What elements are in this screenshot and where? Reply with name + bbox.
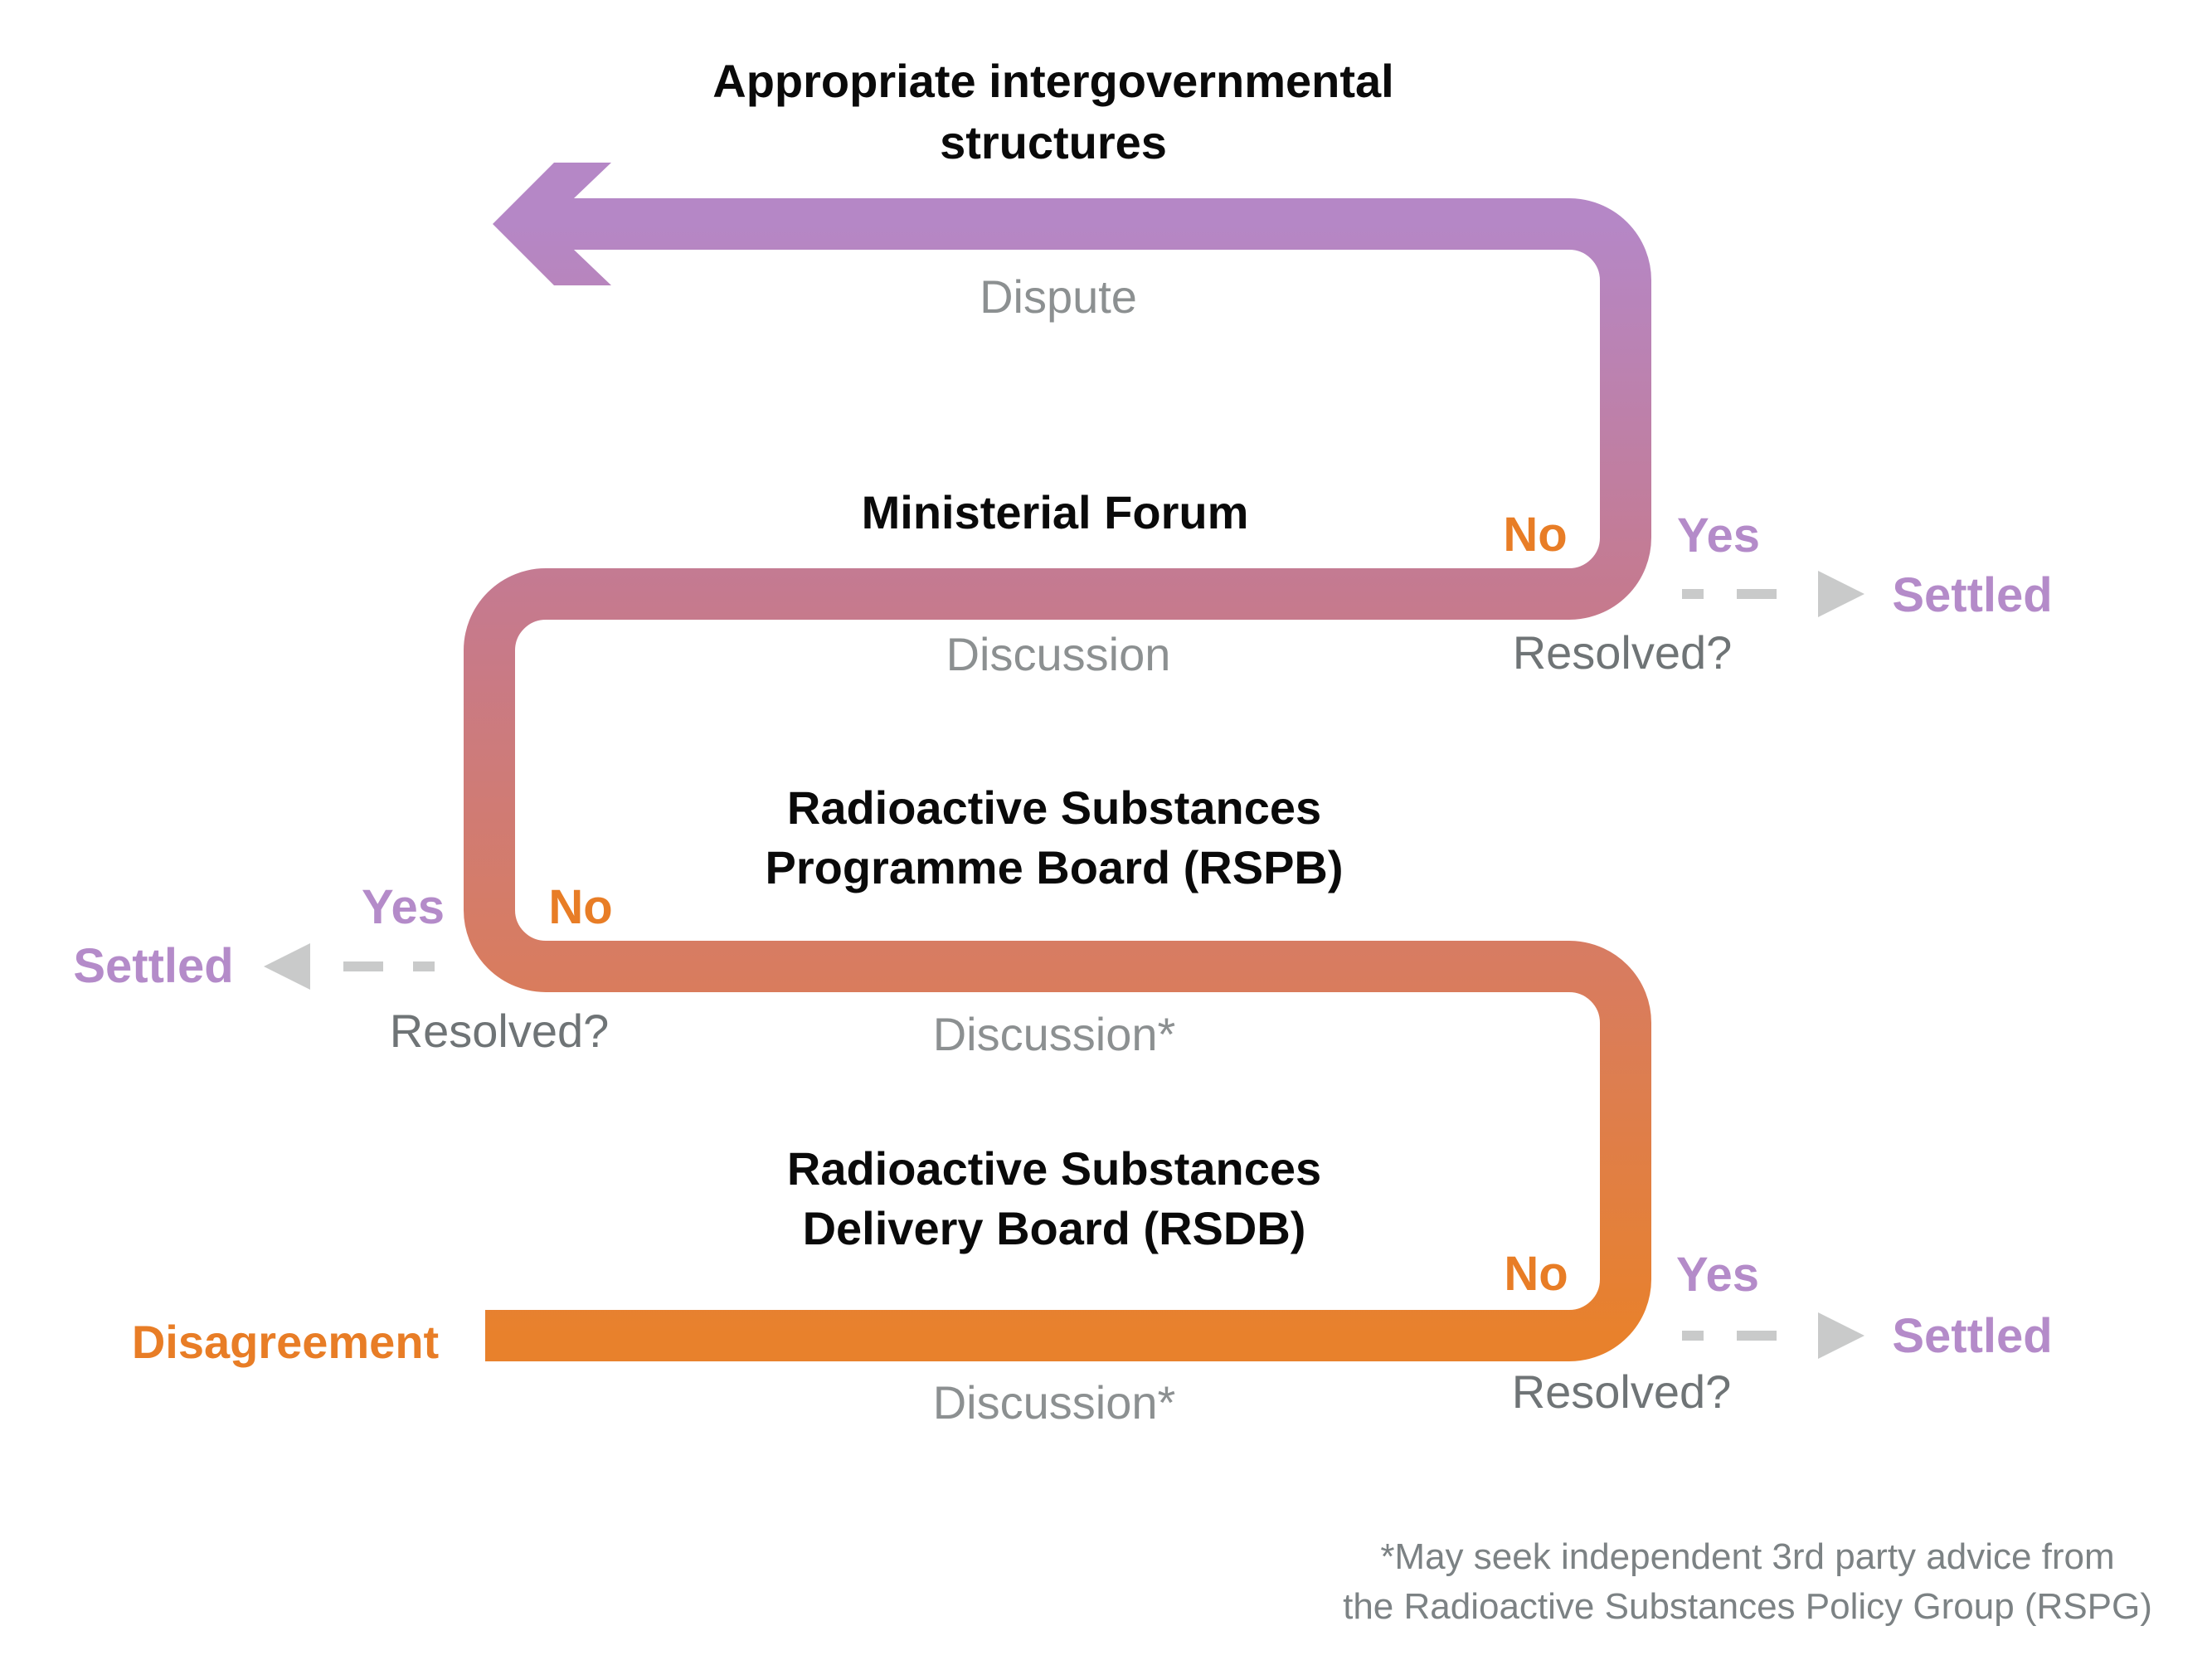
board-name-rspb: Radioactive Substances Programme Board (… [765, 778, 1343, 898]
escalation-path [464, 198, 1651, 1361]
dispute-label: Dispute [980, 270, 1137, 323]
discussion-label-row1: Discussion [946, 628, 1171, 680]
dash-icon [1682, 1331, 1704, 1341]
diagram-title: Appropriate intergovernmental structures [712, 51, 1393, 173]
board-name-ministerial-forum: Ministerial Forum [861, 486, 1249, 538]
dash-icon [413, 961, 435, 971]
diagram-title-line2: structures [940, 116, 1167, 168]
discussion-label-row2: Discussion* [932, 1008, 1176, 1060]
resolved-label-row2: Resolved? [389, 1005, 610, 1057]
settled-label-row2: Settled [73, 939, 234, 993]
dash-icon [343, 961, 383, 971]
settled-label-row1: Settled [1892, 568, 2053, 622]
board-name-rsdb: Radioactive Substances Delivery Board (R… [787, 1139, 1321, 1258]
settled-label-row3: Settled [1892, 1309, 2053, 1363]
yes-label-row3: Yes [1676, 1248, 1759, 1302]
no-label-row3: No [1504, 1247, 1568, 1301]
top-left-arrowhead-icon [493, 163, 611, 285]
left-arrowhead-icon [264, 943, 310, 990]
board-name-rsdb-line1: Radioactive Substances [786, 1142, 1322, 1195]
board-name-rsdb-line2: Delivery Board (RSDB) [802, 1202, 1306, 1254]
resolved-label-row1: Resolved? [1512, 626, 1733, 679]
settled-dashed-arrow-row1 [1682, 571, 1864, 617]
yes-label-row1: Yes [1677, 509, 1760, 562]
dash-icon [1682, 589, 1704, 599]
settled-dashed-arrow-row2 [264, 943, 435, 990]
diagram-title-line1: Appropriate intergovernmental [712, 55, 1394, 107]
right-arrowhead-icon [1818, 571, 1864, 617]
board-name-rspb-line1: Radioactive Substances [786, 781, 1322, 834]
dash-icon [1737, 589, 1777, 599]
dash-icon [1737, 1331, 1777, 1341]
disagreement-start-label: Disagreement [131, 1316, 440, 1368]
resolved-label-row3: Resolved? [1511, 1365, 1732, 1418]
footnote-line2: the Radioactive Substances Policy Group … [1343, 1586, 2152, 1627]
footnote: *May seek independent 3rd party advice f… [1343, 1532, 2152, 1632]
yes-label-row2: Yes [362, 880, 445, 934]
discussion-label-row3: Discussion* [932, 1376, 1176, 1429]
settled-dashed-arrow-row3 [1682, 1312, 1864, 1359]
footnote-line1: *May seek independent 3rd party advice f… [1380, 1536, 2115, 1577]
no-label-row2: No [548, 880, 613, 934]
board-name-rspb-line2: Programme Board (RSPB) [765, 841, 1344, 893]
right-arrowhead-icon [1818, 1312, 1864, 1359]
no-label-row1: No [1503, 508, 1568, 562]
